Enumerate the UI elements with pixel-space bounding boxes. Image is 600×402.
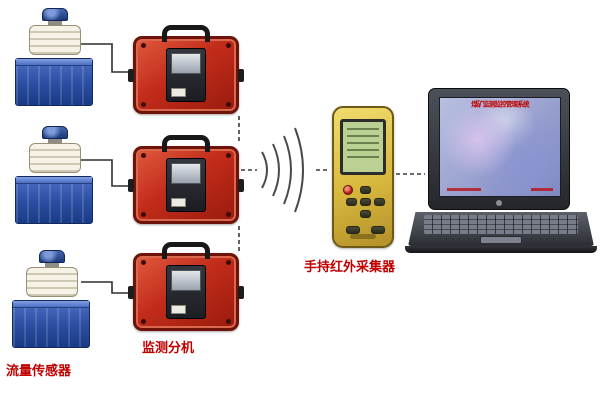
wire-sensor3-box3	[81, 281, 131, 294]
sensor-cap	[39, 250, 65, 263]
lcd-screen	[340, 119, 386, 175]
screen-text-bar	[531, 188, 553, 191]
laptop-base	[408, 212, 594, 246]
control-panel	[166, 265, 206, 319]
panel-label	[171, 198, 186, 207]
panel-label	[171, 305, 186, 314]
wireless-waves-icon	[261, 127, 304, 213]
sensor-neck	[45, 263, 59, 267]
power-button	[343, 185, 353, 195]
keypad-center-button	[360, 198, 371, 206]
latch-icon	[238, 179, 244, 192]
latch-icon	[128, 286, 134, 299]
bolt-icon	[141, 260, 146, 265]
bolt-icon	[141, 102, 146, 107]
sensor-tank	[12, 300, 90, 348]
latch-icon	[128, 69, 134, 82]
panel-display	[171, 163, 201, 184]
sensor-cap	[42, 8, 68, 21]
bolt-icon	[226, 43, 231, 48]
control-panel	[166, 158, 206, 212]
handle-icon	[162, 25, 210, 42]
dashed-links	[238, 116, 425, 251]
monitor-box-2	[128, 135, 244, 224]
laptop-screen-bezel: 煤矿监测监控管理系统	[428, 88, 570, 210]
label-handheld-collector: 手持红外采集器	[304, 259, 396, 274]
laptop-screen: 煤矿监测监控管理系统	[439, 97, 561, 197]
sensor-body	[29, 25, 81, 55]
label-monitor-unit: 监测分机	[142, 340, 195, 355]
bolt-icon	[226, 319, 231, 324]
flow-sensor-3	[12, 250, 92, 348]
sensor-body	[26, 267, 78, 297]
bolt-icon	[141, 153, 146, 158]
tank-top	[16, 59, 92, 66]
panel-display	[171, 53, 201, 74]
ir-port	[350, 234, 376, 239]
laptop-front-edge	[405, 246, 597, 253]
bolt-icon	[226, 212, 231, 217]
handle-icon	[162, 135, 210, 152]
keypad-left-button	[346, 198, 357, 206]
lcd-text-lines	[347, 128, 379, 162]
sensor-tank	[15, 176, 93, 224]
flow-sensor-1	[15, 8, 95, 106]
bolt-icon	[226, 260, 231, 265]
sensor-wires	[81, 43, 131, 294]
bolt-icon	[141, 212, 146, 217]
keypad-down-button	[360, 210, 371, 218]
latch-icon	[128, 179, 134, 192]
wire-sensor2-box2	[81, 159, 131, 187]
laptop-touchpad	[480, 236, 522, 244]
latch-icon	[238, 286, 244, 299]
sensor-tank	[15, 58, 93, 106]
label-flow-sensor: 流量传感器	[6, 363, 72, 378]
keypad-up-button	[360, 186, 371, 194]
laptop-computer: 煤矿监测监控管理系统	[405, 88, 597, 254]
laptop-keyboard	[424, 215, 578, 234]
function-button	[346, 226, 360, 234]
keypad-right-button	[374, 198, 385, 206]
software-title: 煤矿监测监控管理系统	[471, 101, 529, 109]
panel-label	[171, 88, 186, 97]
tank-top	[13, 301, 89, 308]
monitor-box-1	[128, 25, 244, 114]
wire-sensor1-box1	[81, 43, 131, 73]
brand-logo-icon	[496, 200, 502, 206]
tank-top	[16, 177, 92, 184]
bolt-icon	[141, 319, 146, 324]
flow-sensor-2	[15, 126, 95, 224]
screen-text-bar	[447, 188, 481, 191]
handle-icon	[162, 242, 210, 259]
bolt-icon	[226, 102, 231, 107]
sensor-body	[29, 143, 81, 173]
bolt-icon	[226, 153, 231, 158]
latch-icon	[238, 69, 244, 82]
sensor-cap	[42, 126, 68, 139]
function-button	[371, 226, 385, 234]
monitor-box-3	[128, 242, 244, 331]
sensor-neck	[48, 21, 62, 25]
handheld-collector	[332, 106, 394, 248]
sensor-neck	[48, 139, 62, 143]
panel-display	[171, 270, 201, 291]
control-panel	[166, 48, 206, 102]
bolt-icon	[141, 43, 146, 48]
